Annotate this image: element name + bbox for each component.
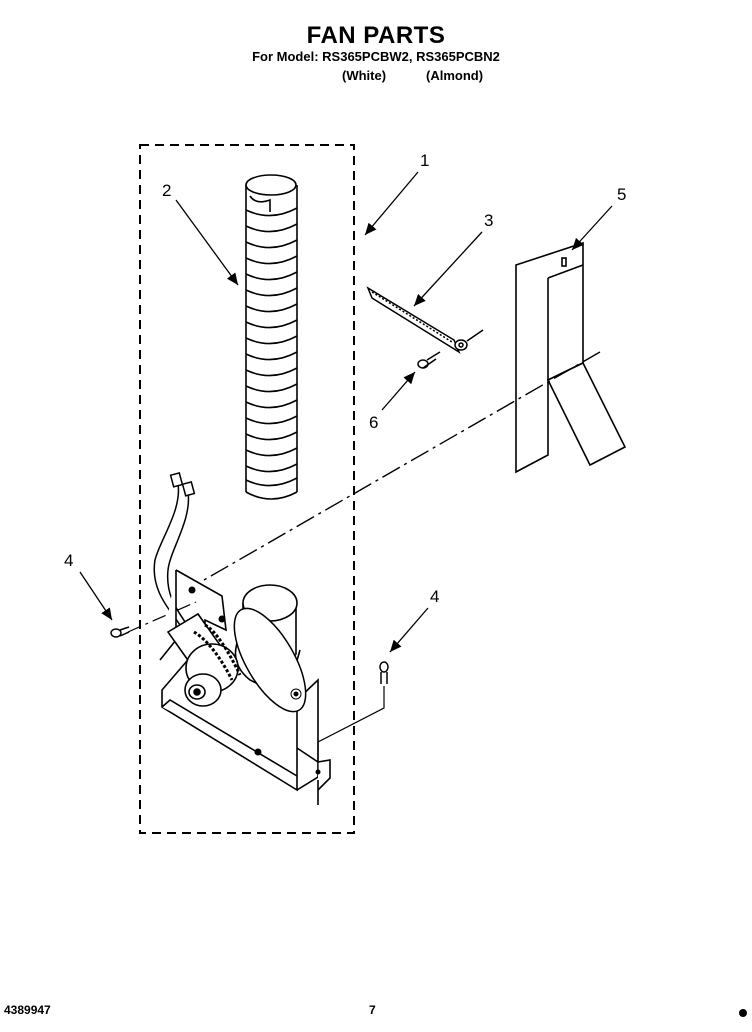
leader-3 <box>413 231 483 307</box>
callout-4-left: 4 <box>64 551 73 570</box>
leader-1 <box>364 171 419 236</box>
assembly-dashed-box <box>139 144 355 834</box>
leader-6 <box>381 371 416 411</box>
leader-4-left <box>79 571 113 621</box>
fan-wheel <box>233 607 307 713</box>
screw-4-right-leader <box>317 686 385 772</box>
alignment-line <box>203 351 601 581</box>
screw-6 <box>417 351 441 369</box>
page-number: 7 <box>369 1003 376 1017</box>
strap-tie <box>366 286 484 354</box>
leader-4-right <box>389 607 429 653</box>
color-almond-label: (Almond) <box>426 68 484 83</box>
callout-6: 6 <box>369 413 378 432</box>
model-numbers: For Model: RS365PCBW2, RS365PCBN2 <box>252 49 500 64</box>
alignment-line-4a <box>127 601 197 633</box>
document-number: 4389947 <box>4 1003 51 1017</box>
leader-2 <box>175 199 239 286</box>
callout-1: 1 <box>420 151 429 170</box>
callout-3: 3 <box>484 211 493 230</box>
callout-4-right: 4 <box>430 587 439 606</box>
motor-wires <box>153 471 196 631</box>
callout-5: 5 <box>617 185 626 204</box>
screw-4-right <box>379 661 389 684</box>
leader-5 <box>571 205 613 251</box>
corner-mark <box>739 1009 747 1017</box>
bracket-fasteners <box>188 586 321 775</box>
color-white-label: (White) <box>342 68 387 83</box>
callout-2: 2 <box>162 181 171 200</box>
spiral-duct <box>245 174 298 500</box>
deflector <box>515 241 627 474</box>
screw-4-left <box>110 626 130 638</box>
fan-motor <box>166 612 242 707</box>
page-title: FAN PARTS <box>306 22 446 49</box>
